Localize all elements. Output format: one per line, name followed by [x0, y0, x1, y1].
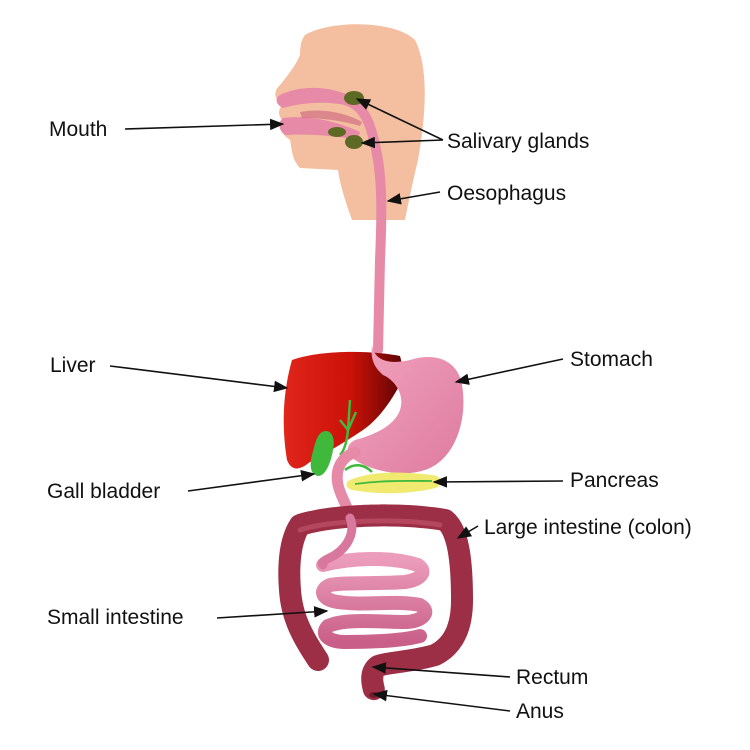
oesophagus-pointer — [386, 191, 441, 205]
gall-bladder-pointer — [187, 470, 316, 492]
pancreatic-duct — [344, 464, 373, 473]
liver-organ — [283, 351, 405, 469]
pancreas-duct-line — [354, 479, 433, 485]
small-intestine-organ — [316, 552, 433, 649]
salivary-pointer-bottom — [360, 136, 444, 149]
pointer-lines — [109, 98, 564, 712]
anus-pointer — [372, 689, 511, 712]
label-anus: Anus — [516, 700, 564, 723]
label-large-intestine: Large intestine (colon) — [484, 516, 692, 539]
tongue — [300, 110, 362, 126]
label-oesophagus: Oesophagus — [447, 182, 567, 205]
salivary-gland-middle — [328, 127, 346, 137]
label-small-intestine: Small intestine — [47, 606, 184, 629]
salivary-gland-top — [344, 91, 364, 105]
large-intestine-pointer — [456, 525, 479, 539]
mouth-pointer — [124, 118, 285, 131]
label-salivary-glands: Salivary glands — [447, 130, 590, 153]
gall-bladder-organ — [310, 430, 334, 476]
pancreas-organ — [346, 472, 441, 494]
pancreas-pointer — [432, 476, 564, 488]
liver-pointer — [109, 365, 289, 393]
small-intestine-pointer — [216, 606, 329, 619]
label-liver: Liver — [50, 354, 96, 377]
mouth-upper — [276, 87, 358, 108]
label-mouth: Mouth — [49, 118, 108, 141]
label-gall-bladder: Gall bladder — [47, 480, 161, 503]
stomach-organ — [347, 345, 464, 474]
salivary-gland-bottom — [345, 135, 363, 149]
ileum-connection — [317, 513, 357, 570]
bile-duct — [339, 399, 358, 456]
rectum-pointer — [371, 662, 511, 678]
colon-organ — [278, 504, 473, 701]
label-pancreas: Pancreas — [570, 469, 659, 492]
colon-highlight — [297, 518, 443, 533]
label-rectum: Rectum — [516, 666, 589, 689]
oesophagus-tube — [340, 95, 387, 355]
label-stomach: Stomach — [570, 348, 653, 371]
salivary-pointer-top — [355, 98, 444, 141]
stomach-pointer — [454, 358, 564, 385]
